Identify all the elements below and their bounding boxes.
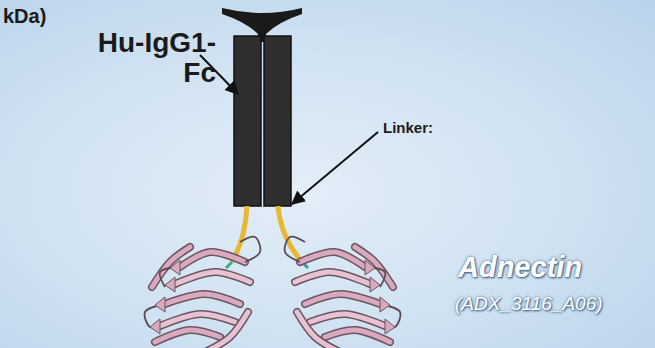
strand-head	[150, 319, 160, 334]
beta-strand-edge	[295, 272, 370, 284]
part-name: Adnectin	[458, 252, 582, 283]
beta-strand-edge	[300, 252, 365, 267]
linker	[278, 206, 302, 262]
beta-strand	[205, 312, 248, 348]
beta-strand	[310, 314, 385, 326]
strand-head	[380, 297, 390, 312]
adnectin-domain	[285, 237, 401, 348]
strand-head	[385, 319, 395, 334]
beta-strand-edge	[325, 330, 390, 342]
beta-strand-edge	[160, 314, 235, 326]
beta-strand	[305, 294, 380, 304]
strand-head	[370, 277, 380, 292]
beta-strand	[325, 330, 390, 342]
part-id: (ADX_3116_A06)	[455, 294, 603, 315]
part-name: Linker:	[383, 120, 433, 136]
beta-strand	[175, 272, 250, 284]
axis-unit: kDa)	[3, 6, 46, 28]
leader-arrow	[292, 132, 378, 204]
loop	[240, 237, 260, 262]
beta-strand	[295, 272, 370, 284]
beta-strand-edge	[305, 294, 380, 304]
strand-head	[365, 260, 375, 275]
beta-strand-edge	[310, 314, 385, 326]
beta-strand-edge	[155, 330, 220, 342]
beta-strand	[180, 252, 245, 267]
beta-strand	[165, 294, 240, 304]
adnectin-domain	[145, 237, 261, 348]
beta-strand-edge	[165, 294, 240, 304]
beta-strand-edge	[175, 272, 250, 284]
beta-strand	[160, 314, 235, 326]
fc-chain	[264, 36, 291, 206]
beta-strand-edge	[205, 312, 248, 348]
beta-strand	[297, 312, 340, 348]
hinge-bond	[240, 18, 284, 23]
strand-head	[155, 297, 165, 312]
part-name: Hu-IgG1- Fc	[92, 28, 216, 88]
fc-chain	[234, 36, 261, 206]
beta-strand	[300, 252, 365, 267]
loop	[285, 237, 305, 262]
beta-strand-edge	[297, 312, 340, 348]
beta-strand-edge	[180, 252, 245, 267]
beta-strand	[155, 330, 220, 342]
strand-head	[170, 260, 180, 275]
strand-head	[165, 277, 175, 292]
